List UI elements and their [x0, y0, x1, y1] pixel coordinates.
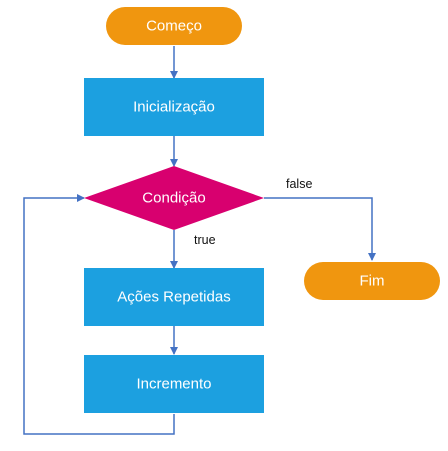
increment-label: Incremento — [136, 376, 211, 393]
node-condition: Condição — [84, 166, 264, 230]
init-process-shape — [84, 78, 264, 136]
actions-label: Ações Repetidas — [117, 289, 230, 306]
node-actions: Ações Repetidas — [84, 268, 264, 326]
edge-label-true: true — [194, 233, 216, 247]
actions-process-shape — [84, 268, 264, 326]
condition-label: Condição — [142, 190, 205, 207]
init-label: Inicialização — [133, 99, 215, 116]
node-increment: Incremento — [84, 355, 264, 413]
start-terminal-shape — [106, 7, 242, 45]
end-terminal-shape — [304, 262, 440, 300]
edge-increment-loop — [23, 194, 175, 435]
start-label: Começo — [146, 18, 202, 35]
edge-condition-false — [264, 197, 376, 261]
end-label: Fim — [360, 273, 385, 290]
edge-label-false: false — [286, 177, 312, 191]
condition-decision-shape — [84, 166, 264, 230]
increment-process-shape — [84, 355, 264, 413]
node-end: Fim — [304, 262, 440, 300]
node-init: Inicialização — [84, 78, 264, 136]
node-start: Começo — [106, 7, 242, 45]
